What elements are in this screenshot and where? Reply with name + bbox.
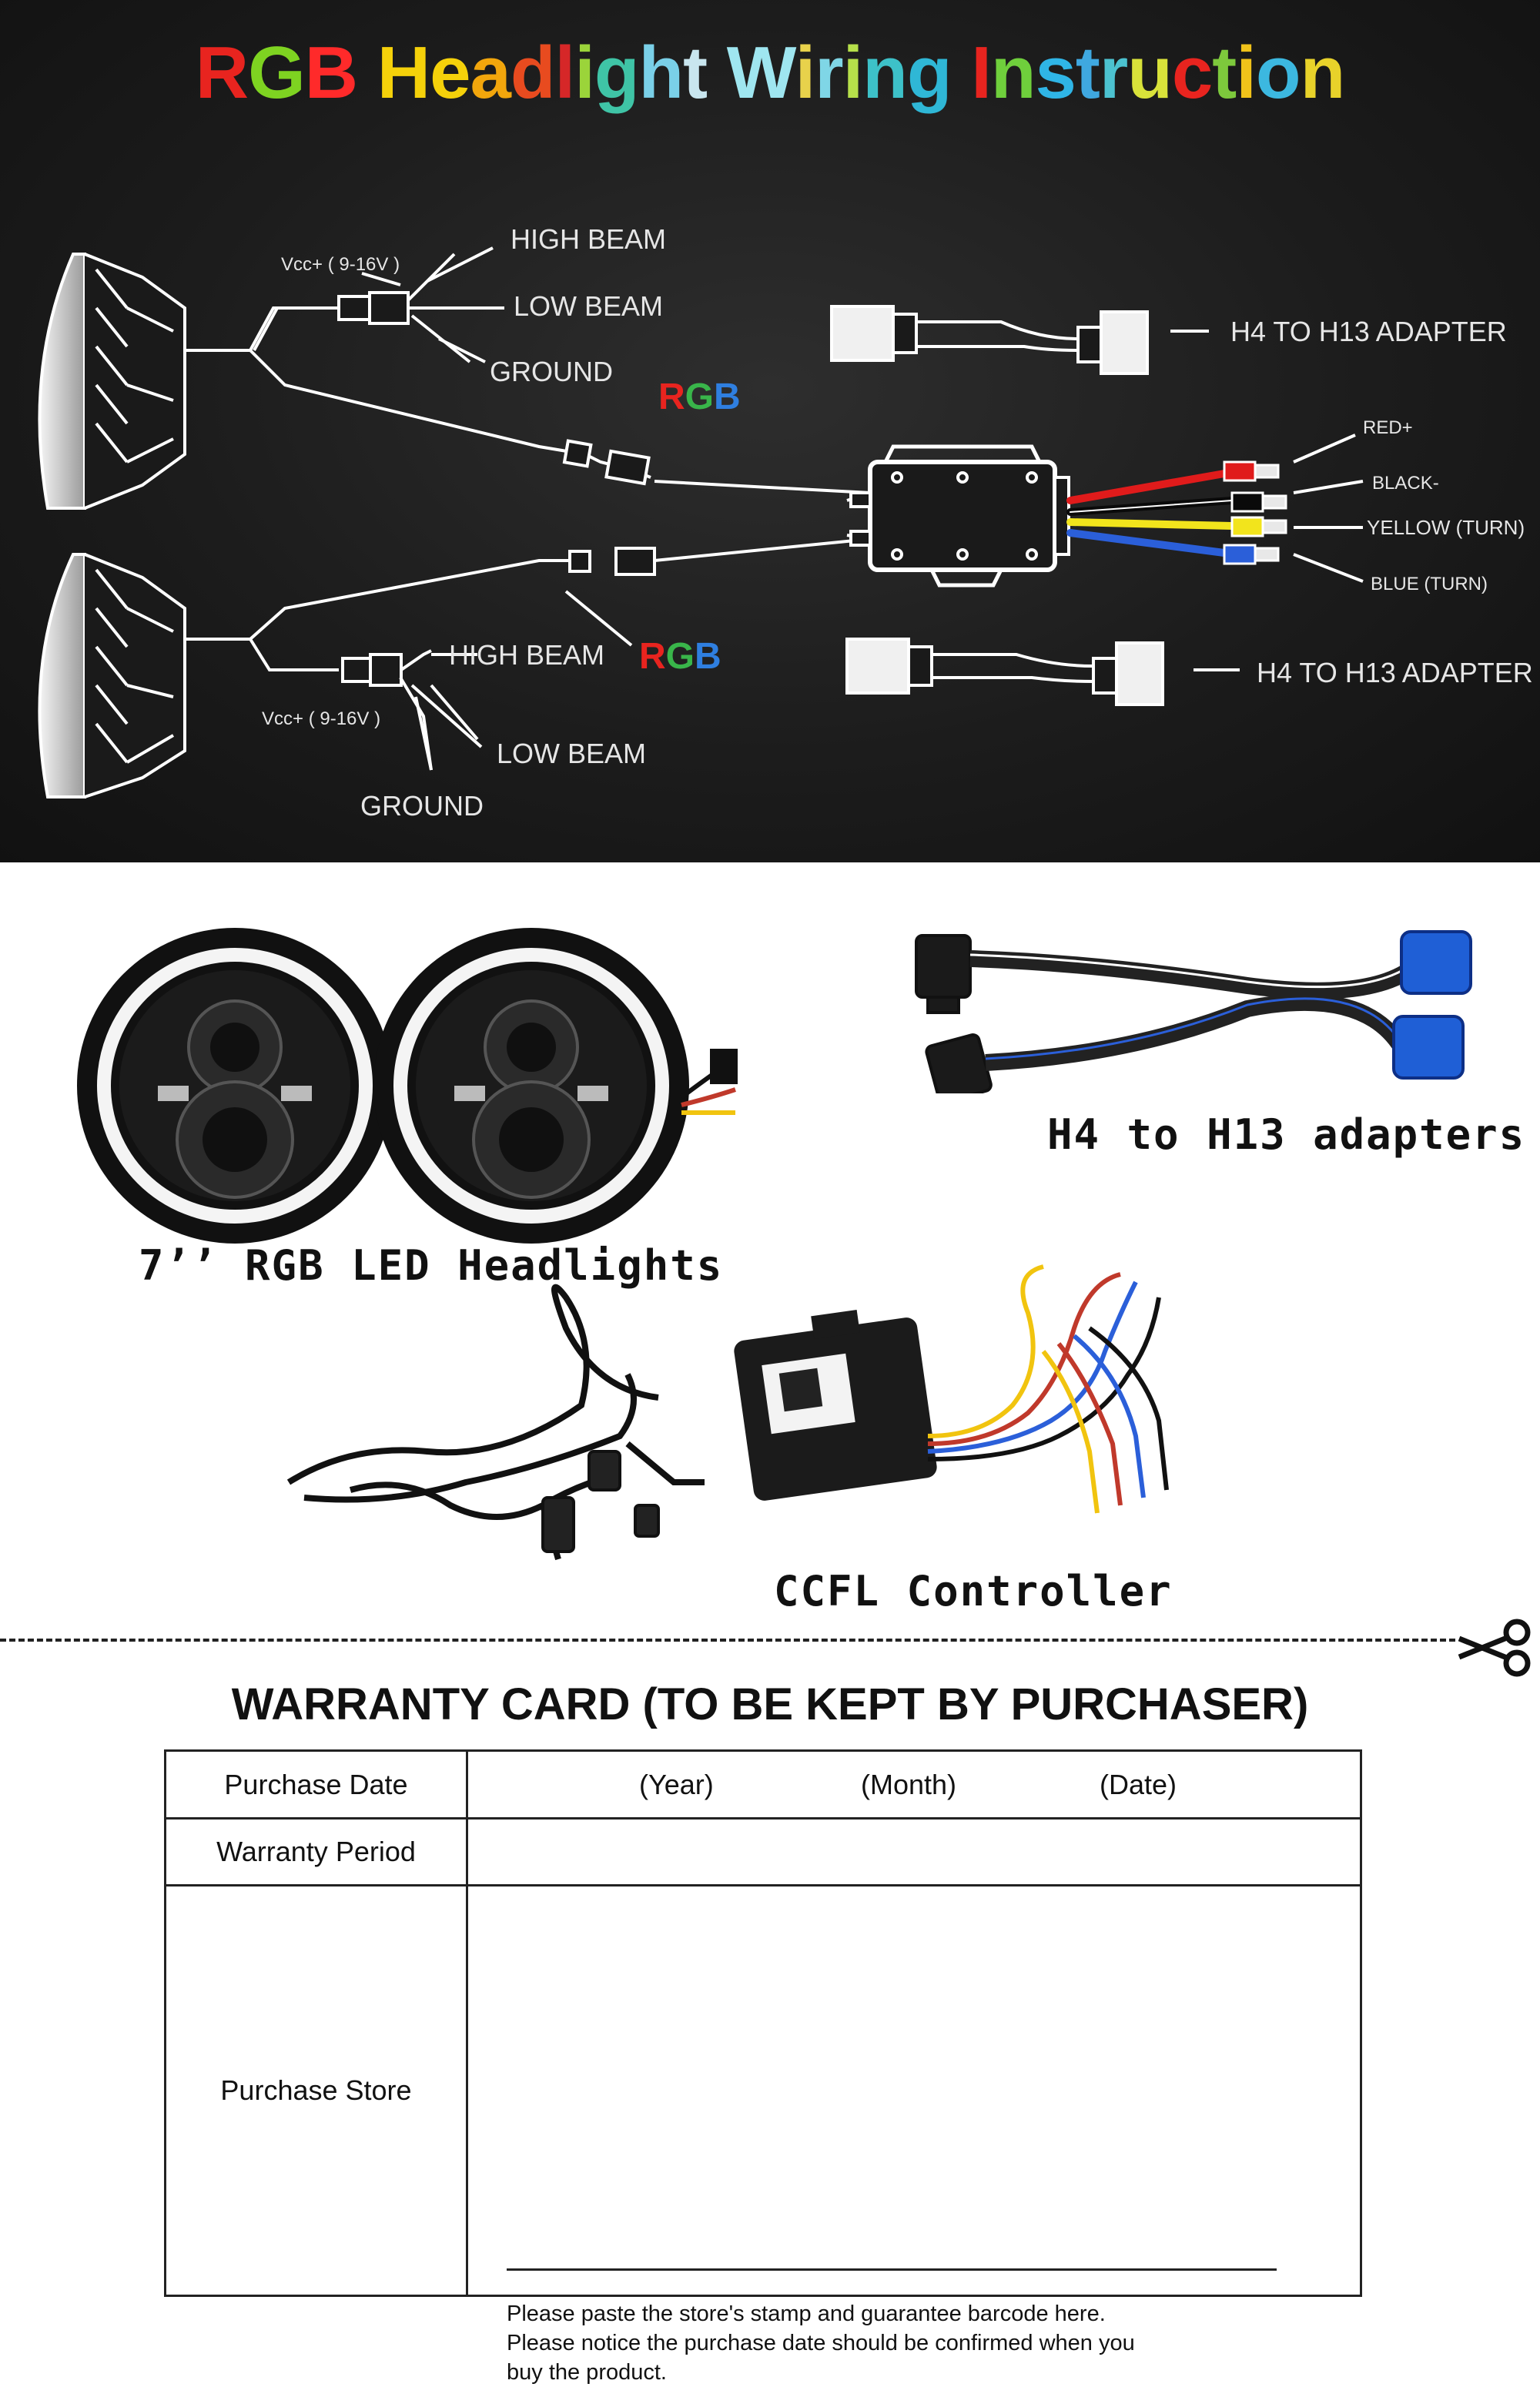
title-letter: n (1300, 32, 1346, 114)
title-letter: W (726, 32, 796, 114)
diagram-title: RGB Headlight Wiring Instruction (0, 31, 1540, 116)
title-letter: i (795, 32, 816, 114)
store-note-line-3: buy the product. (507, 2360, 667, 2385)
adapter-bottom-icon (845, 638, 1240, 706)
cut-line (0, 1639, 1455, 1642)
headlight-left-image (77, 928, 393, 1244)
high-beam-bottom-label: HIGH BEAM (449, 639, 605, 671)
signature-line (507, 2268, 1277, 2271)
title-letter: u (1127, 32, 1173, 114)
rgb-bottom-label: RGB (639, 635, 721, 678)
purchase-store-label: Purchase Store (164, 1884, 468, 2297)
year-label: (Year) (639, 1769, 714, 1800)
wire-yellow (1066, 518, 1236, 530)
purchase-date-label: Purchase Date (164, 1749, 468, 1820)
month-label: (Month) (861, 1769, 957, 1800)
high-beam-top-label: HIGH BEAM (511, 223, 667, 255)
title-letter: h (638, 32, 685, 114)
title-letter: i (574, 32, 595, 114)
title-letter: t (1212, 32, 1237, 114)
purchase-store-field[interactable]: Please paste the store's stamp and guara… (466, 1884, 1362, 2385)
wire-red (1066, 470, 1228, 504)
vcc-bottom-label: Vcc+ ( 9-16V ) (262, 708, 381, 729)
title-letter: r (815, 32, 843, 114)
date-label: (Date) (1100, 1769, 1177, 1800)
title-letter: I (971, 32, 992, 114)
title-letter: c (1171, 32, 1213, 114)
title-letter: s (1035, 32, 1076, 114)
title-letter: n (862, 32, 908, 114)
rgb-top-label: RGB (658, 376, 741, 418)
ground-bottom-label: GROUND (360, 790, 484, 822)
title-letter: e (430, 32, 470, 114)
headlight-bottom-icon (38, 553, 186, 798)
rgb-letter: R (639, 636, 666, 677)
store-note-line-1: Please paste the store's stamp and guara… (507, 2302, 1106, 2326)
title-letter: o (1255, 32, 1301, 114)
title-letter: d (510, 32, 556, 114)
purchase-date-field[interactable]: (Year) (Month) (Date) (466, 1749, 1362, 1820)
warranty-table: Purchase Date (Year) (Month) (Date) Warr… (164, 1749, 1362, 2385)
title-letter: g (594, 32, 640, 114)
title-letter: r (1099, 32, 1128, 114)
store-note: Please paste the store's stamp and guara… (507, 2299, 1354, 2387)
title-letter: G (248, 32, 306, 114)
blue-wire-label: BLUE (TURN) (1371, 574, 1488, 594)
title-letter: R (195, 32, 249, 114)
wiring-schematic (38, 246, 1364, 798)
warranty-period-field[interactable] (466, 1817, 1362, 1886)
wiring-diagram: RGB Headlight Wiring Instruction (0, 0, 1540, 862)
scissors-icon (1458, 1619, 1531, 1677)
rgb-letter: G (665, 636, 695, 677)
title-letter: a (470, 32, 511, 114)
low-beam-top-label: LOW BEAM (514, 290, 664, 322)
title-letter: i (842, 32, 864, 114)
wire-blue (1066, 529, 1228, 557)
title-letter: t (683, 32, 708, 114)
adapter-top-icon (830, 305, 1209, 375)
ground-top-label: GROUND (490, 356, 613, 387)
controller-photo (286, 1264, 1169, 1561)
low-beam-bottom-label: LOW BEAM (497, 738, 647, 769)
yellow-wire-label: YELLOW (TURN) (1367, 516, 1525, 539)
purchase-store-row: Purchase Store Please paste the store's … (164, 1884, 1362, 2385)
warranty-period-label: Warranty Period (164, 1817, 468, 1886)
title-letter: H (377, 32, 430, 114)
controller-box-image (734, 1309, 937, 1501)
headlights-caption: 7’’ RGB LED Headlights (139, 1241, 724, 1290)
title-letter: B (304, 32, 358, 114)
adapters-photo (915, 930, 1472, 1093)
title-letter: n (990, 32, 1036, 114)
headlights-photo (77, 928, 738, 1244)
headlight-right-image (373, 928, 689, 1244)
store-note-line-2: Please notice the purchase date should b… (507, 2331, 1135, 2355)
title-letter: i (1236, 32, 1257, 114)
controller-caption: CCFL Controller (774, 1567, 1173, 1615)
title-letter: l (554, 32, 576, 114)
adapter-top-label: H4 TO H13 ADAPTER (1230, 316, 1507, 347)
rgb-letter: B (714, 377, 741, 417)
vcc-top-label: Vcc+ ( 9-16V ) (281, 254, 400, 275)
title-letter: g (906, 32, 952, 114)
headlight-top-icon (38, 253, 186, 510)
purchase-date-row: Purchase Date (Year) (Month) (Date) (164, 1749, 1362, 1820)
warranty-title: WARRANTY CARD (TO BE KEPT BY PURCHASER) (231, 1679, 1309, 1729)
rgb-letter: B (695, 636, 721, 677)
rgb-letter: R (658, 377, 685, 417)
title-letter: t (1075, 32, 1100, 114)
warranty-period-row: Warranty Period (164, 1817, 1362, 1886)
red-wire-label: RED+ (1363, 417, 1413, 438)
adapter-bottom-label: H4 TO H13 ADAPTER (1257, 657, 1533, 688)
black-wire-label: BLACK- (1372, 473, 1439, 494)
rgb-letter: G (685, 377, 715, 417)
adapters-caption: H4 to H13 adapters (1047, 1110, 1526, 1159)
